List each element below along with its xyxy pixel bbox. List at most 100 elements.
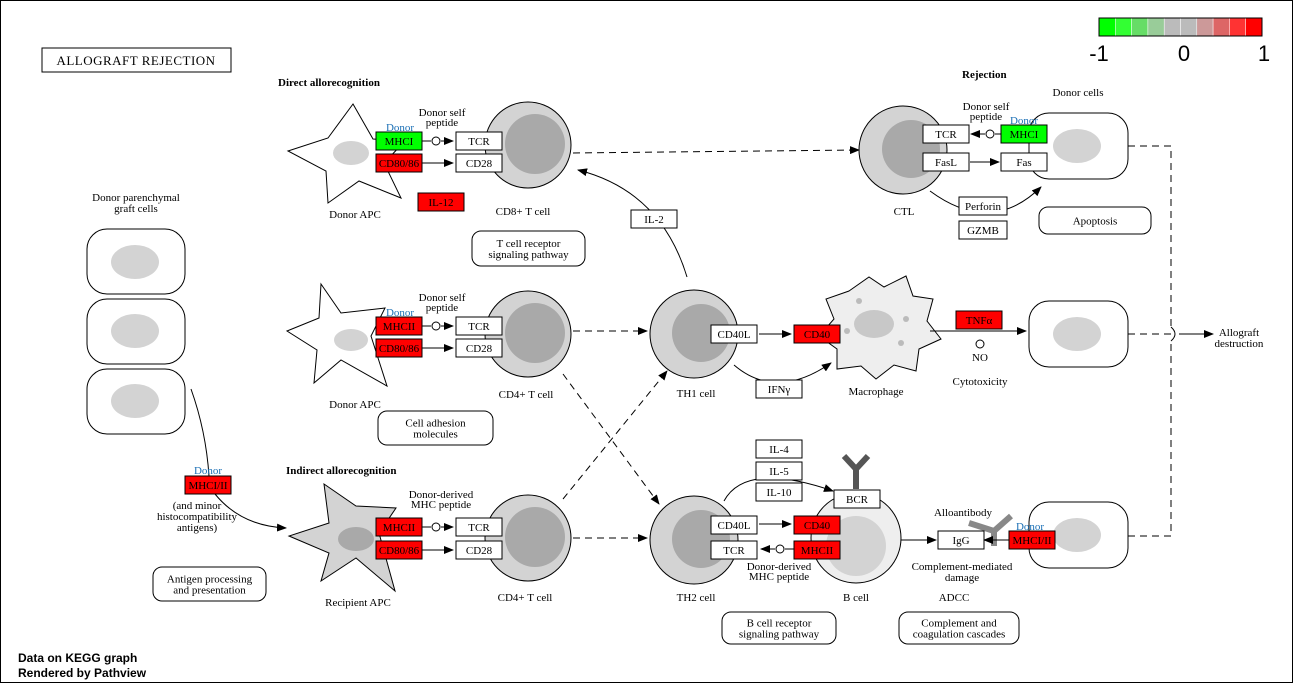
gene-box	[755, 439, 803, 459]
th2-cell-label: TH2 cell	[677, 592, 716, 604]
gene-box	[375, 540, 423, 560]
gene-node-cd80-1: CD80/86	[375, 153, 423, 173]
legend-swatch	[1115, 17, 1132, 37]
color-legend	[1098, 17, 1263, 37]
gene-label: CD40	[804, 520, 831, 532]
gene-node-mhcii-1: MHCII	[375, 316, 423, 336]
adcc-label: ADCC	[939, 592, 970, 604]
donor-cell-mid-right	[1028, 300, 1129, 368]
ctl-cell	[858, 105, 948, 195]
gene-node-il2: IL-2	[630, 209, 678, 229]
gene-box	[1000, 124, 1048, 144]
gene-label: CD40L	[718, 329, 751, 341]
gene-label: IgG	[952, 535, 969, 547]
gene-box	[955, 310, 1003, 330]
gene-node-tcr-th2: TCR	[710, 540, 758, 560]
cd8-t-cell	[484, 101, 572, 189]
legend-min-label: -1	[1089, 41, 1109, 66]
gene-label: Fas	[1016, 157, 1031, 169]
gene-box	[455, 316, 503, 336]
donor-cell-bottom-right	[1028, 501, 1129, 569]
pathway-box[interactable]	[1038, 206, 1152, 235]
gene-box	[375, 338, 423, 358]
pathway-box[interactable]	[721, 611, 837, 645]
recipient-apc-label: Recipient APC	[325, 597, 391, 609]
legend-swatch	[1131, 17, 1149, 37]
cd4-t-cell-top	[484, 290, 572, 378]
gene-box	[1000, 152, 1048, 172]
macrophage-label: Macrophage	[849, 386, 904, 398]
legend-swatch	[1212, 17, 1230, 37]
pathway-box[interactable]	[377, 410, 494, 446]
gene-box	[630, 209, 678, 229]
gene-box	[455, 338, 503, 358]
gene-node-mhci-ctl: MHCI	[1000, 124, 1048, 144]
gene-box	[833, 489, 881, 509]
pathway-box[interactable]	[898, 611, 1020, 645]
gene-node-perforin: Perforin	[958, 196, 1008, 216]
gene-node-cd40-1: CD40	[793, 324, 841, 344]
th1-cell-label: TH1 cell	[677, 388, 716, 400]
gene-box	[455, 131, 503, 151]
gene-label: IL-12	[428, 197, 453, 209]
cd8-t-cell-label: CD8+ T cell	[496, 206, 551, 218]
gene-node-il10: IL-10	[755, 482, 803, 502]
legend-swatch	[1180, 17, 1198, 37]
gene-label: CD28	[466, 545, 493, 557]
gene-label: IL-10	[766, 487, 792, 499]
gene-label: IL-5	[769, 466, 789, 478]
gene-label: CD40	[804, 329, 831, 341]
gene-node-ifng: IFNγ	[755, 379, 803, 399]
gene-label: TCR	[723, 545, 745, 557]
donor-tag-3: Donor	[194, 465, 222, 477]
gene-node-il4: IL-4	[755, 439, 803, 459]
pathway-box[interactable]	[471, 230, 586, 267]
legend-swatch	[1163, 17, 1181, 37]
header-direct: Direct allorecognition	[278, 77, 380, 89]
gene-label: CD28	[466, 343, 493, 355]
gene-node-il5: IL-5	[755, 461, 803, 481]
gene-box	[375, 517, 423, 537]
cytotoxicity-label: Cytotoxicity	[953, 376, 1009, 388]
gene-label: MHCII	[383, 321, 416, 333]
donor-cells-label: Donor cells	[1052, 87, 1103, 99]
header-rejection: Rejection	[962, 69, 1007, 81]
gene-box	[937, 530, 985, 550]
pathway-label: Apoptosis	[1073, 216, 1118, 228]
pathway-link-apoptosis[interactable]: Apoptosis	[1038, 206, 1152, 235]
gene-box	[710, 515, 758, 535]
gene-box	[417, 192, 465, 212]
gene-box	[755, 482, 803, 502]
gene-node-igg: IgG	[937, 530, 985, 550]
gene-label: Perforin	[965, 201, 1002, 213]
gene-box	[710, 324, 758, 344]
title-box	[41, 47, 232, 73]
gene-label: TCR	[468, 136, 490, 148]
gene-node-mhci-ii-left: MHCI/II	[184, 475, 232, 495]
donor-tag-5: Donor	[1016, 521, 1044, 533]
no-label: NO	[972, 352, 988, 364]
gene-node-mhcii-b: MHCII	[793, 540, 841, 560]
gene-box	[455, 517, 503, 537]
pathway-box[interactable]	[152, 566, 267, 602]
legend-swatch	[1196, 17, 1214, 37]
gene-label: CD80/86	[379, 343, 420, 355]
gene-node-bcr: BCR	[833, 489, 881, 509]
donor-tag-4: Donor	[1010, 115, 1038, 127]
legend-swatch	[1098, 17, 1116, 37]
gene-node-tcr-1: TCR	[455, 131, 503, 151]
